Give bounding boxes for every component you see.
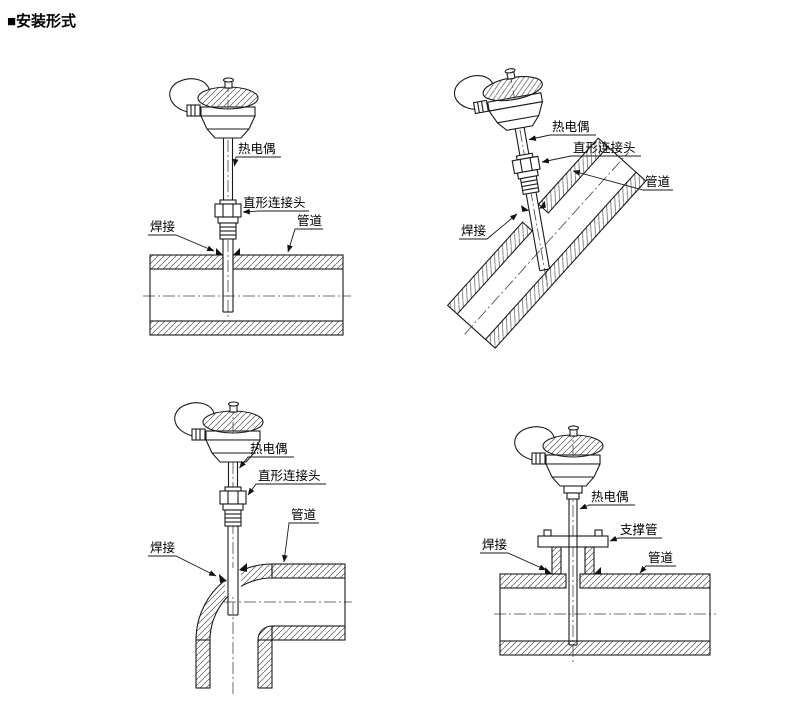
thermocouple-assembly — [451, 63, 551, 288]
label-pipe: 管道 — [291, 507, 317, 522]
diagram-straight-connector-inclined-pipe: 热电偶 直形连接头 管道 焊接 — [446, 63, 673, 349]
pipe — [149, 254, 344, 336]
label-connector: 直形连接头 — [243, 195, 306, 210]
leader-pipe — [287, 228, 323, 253]
straight-connector — [219, 486, 247, 527]
weld-mark-right — [594, 567, 601, 574]
leader-weld — [148, 555, 217, 577]
label-thermocouple: 热电偶 — [591, 490, 629, 504]
label-thermocouple: 热电偶 — [250, 442, 288, 456]
leader-connector — [541, 155, 641, 164]
leader-support-tube — [609, 535, 662, 542]
pipe-centerline — [464, 151, 629, 335]
label-weld: 焊接 — [461, 223, 487, 238]
leader-connector — [242, 208, 309, 215]
pipe — [446, 137, 647, 349]
label-weld: 焊接 — [150, 540, 176, 555]
leader-weld — [148, 234, 215, 252]
diagram-straight-connector-horizontal-pipe: 热电偶 直形连接头 焊接 管道 — [143, 77, 351, 336]
leader-thermocouple — [528, 134, 596, 141]
label-pipe: 管道 — [297, 213, 323, 228]
weld-mark-right — [239, 563, 247, 572]
pipe-elbow — [195, 563, 346, 689]
wall-penetration-gap — [225, 568, 241, 596]
leader-thermocouple — [579, 503, 635, 510]
label-weld: 焊接 — [482, 537, 508, 552]
leader-pipe — [282, 522, 319, 563]
thermocouple-head — [451, 63, 550, 139]
leader-pipe — [572, 170, 673, 191]
leader-weld — [480, 552, 547, 571]
label-weld: 焊接 — [150, 219, 176, 234]
leader-thermocouple — [232, 156, 281, 167]
label-support-tube: 支撑管 — [620, 522, 658, 537]
label-pipe: 管道 — [648, 550, 674, 565]
straight-connector — [214, 199, 242, 240]
diagram-straight-connector-pipe-elbow: 热电偶 直形连接头 管道 焊接 — [148, 401, 352, 694]
pipe — [499, 573, 711, 656]
label-pipe: 管道 — [645, 174, 671, 189]
thermocouple-head — [514, 425, 604, 487]
label-thermocouple: 热电偶 — [552, 120, 590, 134]
weld-mark-left — [545, 567, 552, 574]
neck-adapter-lower — [566, 492, 580, 500]
weld-mark-left — [219, 574, 227, 583]
diagram-support-tube-horizontal-pipe: 热电偶 支撑管 焊接 管道 — [480, 425, 716, 662]
label-connector: 直形连接头 — [573, 140, 636, 155]
support-tube — [537, 529, 609, 575]
leader-weld — [459, 213, 518, 240]
straight-connector — [510, 151, 545, 196]
label-thermocouple: 热电偶 — [238, 142, 276, 156]
leader-connector — [247, 483, 326, 496]
neck-adapter — [563, 485, 583, 494]
thermocouple-head — [169, 77, 259, 139]
label-connector: 直形连接头 — [258, 468, 321, 483]
page-title: ■安装形式 — [7, 13, 77, 30]
leader-thermocouple — [239, 456, 294, 469]
leader-pipe — [639, 565, 676, 574]
